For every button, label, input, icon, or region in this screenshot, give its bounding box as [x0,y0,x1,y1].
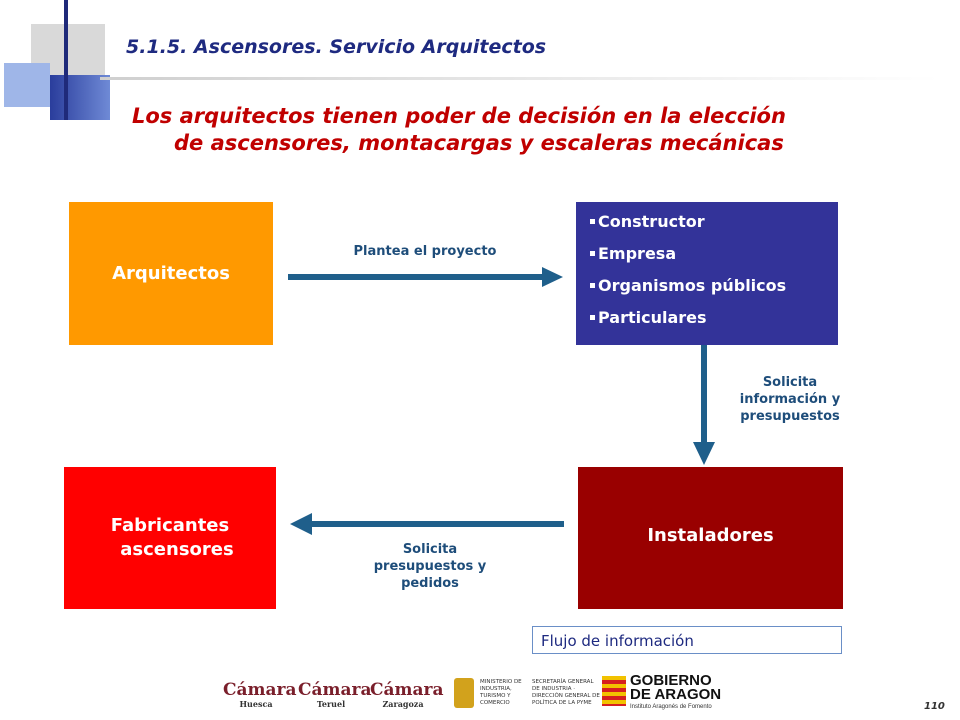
arrow-right-plantea [288,267,563,287]
logo-city: Zaragoza [382,699,424,709]
logo-camara-teruel: Cámara Teruel [298,680,372,709]
square-bullet-icon [590,251,595,256]
label-line: presupuestos y [373,559,487,574]
aragon-line-2: DE ARAGON [630,686,722,703]
fabricantes-label-line-1: Fabricantes [110,515,230,536]
corner-decoration-lightblue [4,63,50,107]
client-item: Organismos públicos [590,276,786,295]
page-number: 110 [924,701,945,712]
logo-camara-huesca: Cámara Huesca [223,680,297,709]
logo-name: Cámara [223,680,297,700]
client-label: Constructor [598,212,705,231]
logo-gobierno-aragon: GOBIERNO DE ARAGON Instituto Aragonés de… [602,672,722,716]
aragon-subtitle: Instituto Aragonés de Fomento [630,704,712,710]
shield-icon [454,678,474,708]
square-bullet-icon [590,219,595,224]
client-item: Constructor [590,212,786,231]
client-label: Empresa [598,244,677,263]
corner-decoration-line [64,0,68,120]
label-solicita-informacion: Solicita información y presupuestos [720,374,860,425]
label-plantea-proyecto: Plantea el proyecto [353,244,497,259]
logo-city: Teruel [316,699,346,709]
arrow-down-solicita [693,345,715,465]
title-underline [100,77,940,80]
square-bullet-icon [590,283,595,288]
aragon-name: GOBIERNO DE ARAGON [630,672,722,703]
arquitectos-label: Arquitectos [112,263,230,284]
client-label: Organismos públicos [598,276,787,295]
instaladores-box: Instaladores [578,467,843,609]
label-line: Solicita [402,542,458,557]
ministerio-text: MINISTERIO DE INDUSTRIA, TURISMO Y COMER… [480,679,522,706]
headline: Los arquitectos tienen poder de decisión… [132,103,892,157]
logo-name: Cámara [298,680,372,700]
label-line: Solicita [762,375,818,390]
label-line: presupuestos [740,409,840,424]
square-bullet-icon [590,315,595,320]
clients-box: Constructor Empresa Organismos públicos … [576,202,838,345]
client-item: Particulares [590,308,786,327]
headline-line-2: de ascensores, montacargas y escaleras m… [174,131,784,155]
label-line: pedidos [401,576,459,591]
logo-name: Cámara [370,680,444,700]
aragon-flag-icon [602,676,626,706]
label-line: información y [739,392,841,407]
logo-city: Huesca [239,699,273,709]
aragon-line-1: GOBIERNO [630,672,712,689]
client-label: Particulares [598,308,707,327]
fabricantes-box: Fabricantes ascensores [64,467,276,609]
legend-flujo-informacion: Flujo de información [532,626,842,654]
fabricantes-label: Fabricantes ascensores [106,514,234,562]
arquitectos-box: Arquitectos [69,202,273,345]
headline-line-1: Los arquitectos tienen poder de decisión… [132,104,786,128]
logo-camara-zaragoza: Cámara Zaragoza [370,680,444,709]
section-title: 5.1.5. Ascensores. Servicio Arquitectos [126,36,547,58]
fabricantes-label-line-2: ascensores [120,539,234,560]
corner-decoration-blue [50,75,110,120]
label-solicita-presupuestos: Solicita presupuestos y pedidos [340,541,520,592]
instaladores-label: Instaladores [647,524,774,546]
client-item: Empresa [590,244,786,263]
arrow-left-solicita [290,513,564,535]
clients-list: Constructor Empresa Organismos públicos … [576,202,786,340]
secretaria-text: SECRETARÍA GENERAL DE INDUSTRIA · DIRECC… [532,679,600,706]
logo-ministerio-industria: MINISTERIO DE INDUSTRIA, TURISMO Y COMER… [452,676,602,712]
